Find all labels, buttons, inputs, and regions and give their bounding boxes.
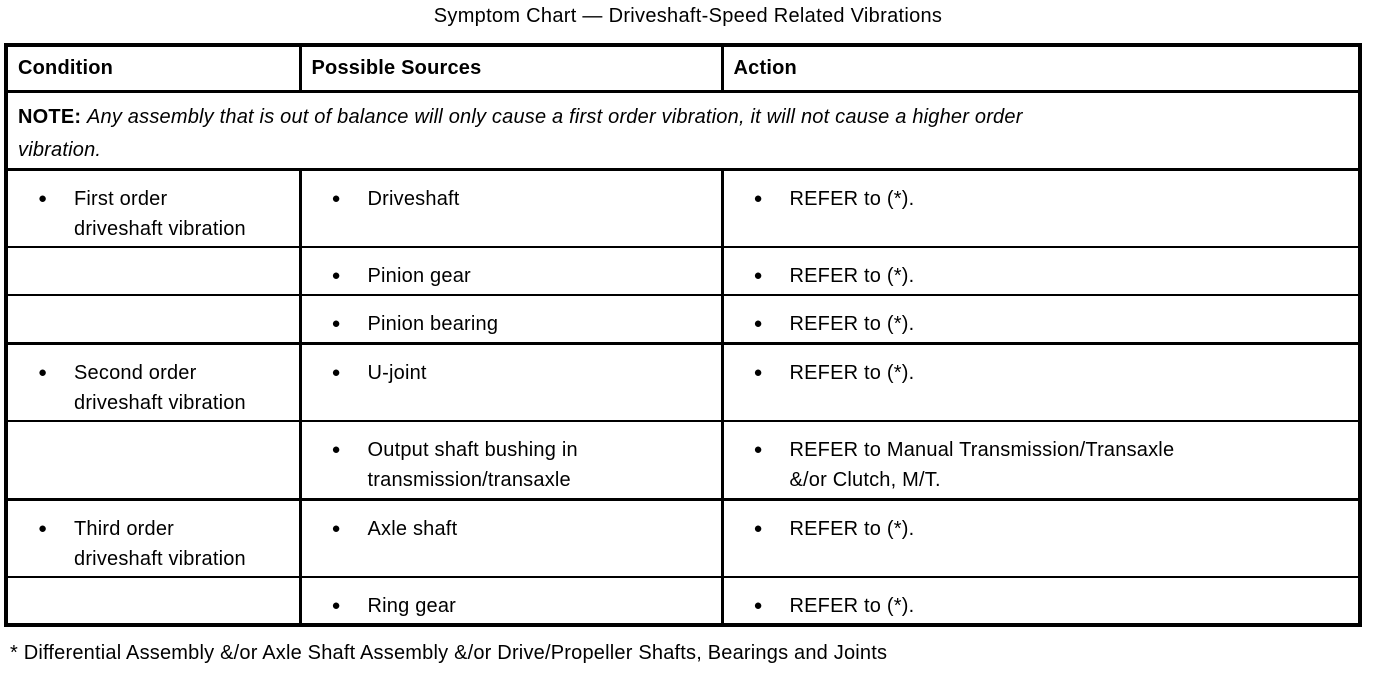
header-cell-action: Action [720, 44, 1362, 93]
bullet-icon: ● [38, 189, 48, 207]
source-text: Ring gear [367, 595, 457, 617]
symptom-table: Condition Possible Sources Action NOTE: … [4, 43, 1362, 627]
source-text: Pinion bearing [367, 313, 499, 335]
source-text: Axle shaft [367, 517, 458, 540]
table-row: ● First order driveshaft vibration ● Drive… [4, 168, 1362, 248]
source-cell: ● Output shaft bushing in transmission/tr… [298, 420, 724, 500]
action-text: REFER to (*). [789, 313, 915, 335]
bullet-icon: ● [331, 363, 341, 381]
note-row: NOTE: Any assembly that is out of balanc… [4, 90, 1362, 171]
action-cell: ● REFER to (*). [720, 168, 1362, 248]
action-cell: ● REFER to Manual Transmission/Transaxle … [720, 420, 1362, 500]
table-row: ● Pinion bearing ● REFER to (*). [4, 294, 1362, 344]
table-row: ● Output shaft bushing in transmission/tr… [4, 420, 1362, 500]
bullet-icon: ● [753, 519, 763, 537]
action-cell: ● REFER to (*). [720, 294, 1362, 344]
bullet-icon: ● [753, 189, 763, 207]
action-cell: ● REFER to (*). [720, 576, 1362, 626]
page-title: Symptom Chart — Driveshaft-Speed Related… [433, 5, 943, 27]
source-text: Output shaft bushing in transmission/tra… [367, 439, 578, 491]
condition-cell [4, 420, 302, 500]
condition-text: Third order driveshaft vibration [74, 517, 246, 570]
condition-cell [4, 246, 302, 296]
source-cell: ● Driveshaft [298, 168, 724, 248]
header-row: Condition Possible Sources Action [4, 44, 1362, 93]
table-row: ● Pinion gear ● REFER to (*). [4, 246, 1362, 296]
source-cell: ● Ring gear [298, 576, 724, 626]
header-cell-condition: Condition [4, 44, 302, 93]
action-text: REFER to (*). [789, 187, 915, 210]
bullet-icon: ● [331, 189, 341, 207]
bullet-icon: ● [331, 519, 341, 537]
action-cell: ● REFER to (*). [720, 497, 1362, 578]
source-cell: ● Pinion gear [298, 246, 724, 296]
bullet-icon: ● [331, 315, 341, 332]
action-cell: ● REFER to (*). [720, 246, 1362, 296]
source-cell: ● Pinion bearing [298, 294, 724, 344]
bullet-icon: ● [753, 267, 763, 284]
note-cell: NOTE: Any assembly that is out of balanc… [4, 90, 1362, 171]
bullet-icon: ● [753, 315, 763, 332]
action-cell: ● REFER to (*). [720, 341, 1362, 422]
note-label: NOTE: [18, 105, 82, 128]
table-row: ● Third order driveshaft vibration ● Axle … [4, 497, 1362, 578]
action-text: REFER to (*). [789, 265, 915, 287]
bullet-icon: ● [753, 597, 763, 614]
source-text: U-joint [367, 361, 427, 384]
table-row: ● Ring gear ● REFER to (*). [4, 576, 1362, 626]
action-text: REFER to (*). [789, 595, 915, 617]
bullet-icon: ● [331, 597, 341, 614]
note-text: Any assembly that is out of balance will… [18, 105, 1023, 161]
bullet-icon: ● [753, 363, 763, 381]
condition-cell: ● Third order driveshaft vibration [4, 497, 302, 578]
condition-cell [4, 576, 302, 626]
bullet-icon: ● [753, 441, 763, 458]
bullet-icon: ● [38, 519, 48, 537]
condition-text: Second order driveshaft vibration [74, 361, 246, 414]
bullet-icon: ● [331, 441, 341, 458]
action-text: REFER to (*). [789, 517, 915, 540]
action-text: REFER to (*). [789, 361, 915, 384]
condition-cell: ● Second order driveshaft vibration [4, 341, 302, 422]
source-text: Pinion gear [367, 265, 471, 287]
condition-text: First order driveshaft vibration [74, 187, 246, 240]
source-cell: ● Axle shaft [298, 497, 724, 578]
action-text: REFER to Manual Transmission/Transaxle &… [789, 439, 1175, 491]
condition-cell [4, 294, 302, 344]
source-text: Driveshaft [367, 187, 460, 210]
bullet-icon: ● [38, 363, 48, 381]
source-cell: ● U-joint [298, 341, 724, 422]
footnote: * Differential Assembly &/or Axle Shaft … [10, 642, 888, 664]
table-row: ● Second order driveshaft vibration ● U-jo… [4, 341, 1362, 422]
condition-cell: ● First order driveshaft vibration [4, 168, 302, 248]
header-cell-possible-sources: Possible Sources [298, 44, 724, 93]
bullet-icon: ● [331, 267, 341, 284]
